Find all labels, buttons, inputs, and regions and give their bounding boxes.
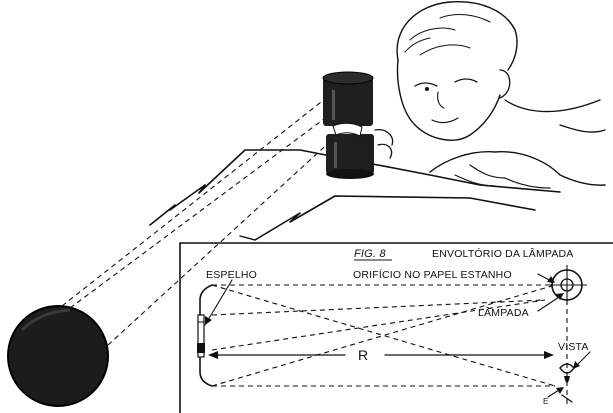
figure-title: FIG. 8 <box>354 248 386 260</box>
mirror-element <box>197 284 213 387</box>
lamp-envelope-symbol <box>547 265 587 405</box>
label-eye-mark: E <box>543 397 549 406</box>
label-lamp: LÂMPADA <box>478 306 529 319</box>
label-view: VISTA <box>558 341 589 353</box>
ray-lines-top <box>61 94 346 346</box>
ray-lines-figure <box>211 284 556 387</box>
radius-dimension <box>208 351 554 359</box>
label-foil-hole: ORIFÍCIO NO PAPEL ESTANHO <box>353 268 512 281</box>
lamp-cylinder <box>322 71 374 179</box>
eye-symbol <box>559 363 575 403</box>
label-lamp-envelope: ENVOLTÓRIO DA LÂMPADA <box>432 247 574 260</box>
table-outline <box>149 149 561 241</box>
label-mirror: ESPELHO <box>206 269 257 281</box>
label-radius: R <box>358 347 368 363</box>
figure-frame <box>179 242 613 413</box>
label-pointers <box>204 273 591 398</box>
mirror-disc <box>7 305 109 407</box>
boy-figure <box>374 1 606 189</box>
